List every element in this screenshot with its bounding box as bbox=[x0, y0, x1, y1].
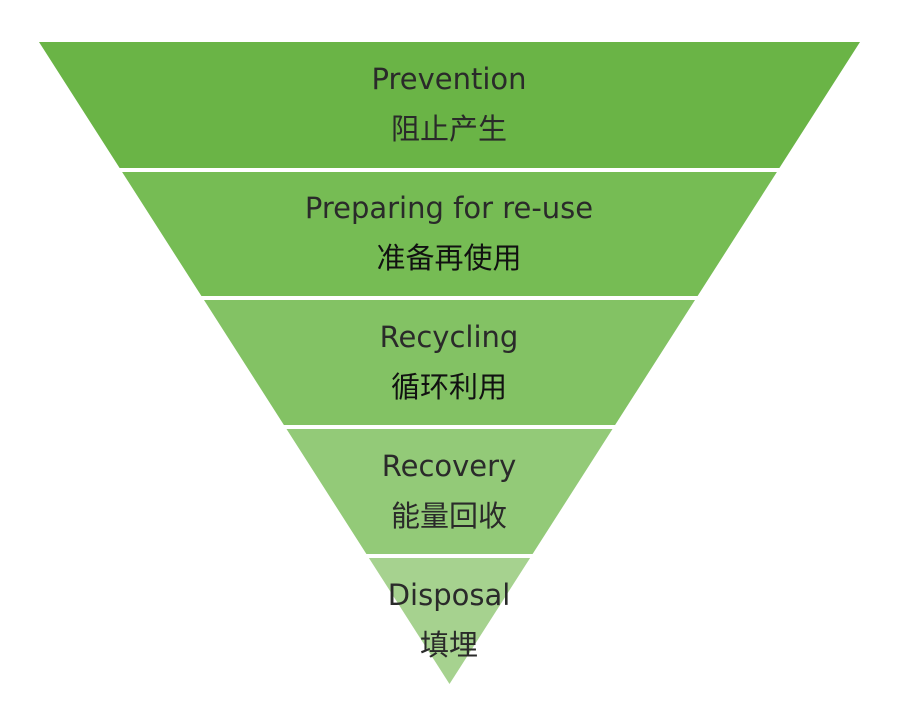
tier-disposal: Disposal 填埋 bbox=[0, 578, 898, 662]
tier-band-prevention bbox=[39, 42, 860, 168]
tier-band-recovery bbox=[286, 429, 613, 554]
tier-band-preparing-for-reuse bbox=[122, 172, 777, 296]
tier-preparing-for-reuse-en: Preparing for re-use bbox=[304, 191, 594, 225]
tier-prevention: Prevention 阻止产生 bbox=[0, 62, 898, 146]
tier-recovery-en: Recovery bbox=[381, 449, 517, 483]
tier-prevention-en: Prevention bbox=[371, 62, 527, 96]
tier-preparing-for-reuse-zh: 准备再使用 bbox=[376, 241, 522, 275]
tier-prevention-zh: 阻止产生 bbox=[390, 112, 507, 146]
tier-band-recycling bbox=[204, 300, 695, 425]
tier-disposal-en: Disposal bbox=[387, 578, 511, 612]
tier-recycling-zh: 循环利用 bbox=[390, 370, 507, 404]
tier-recycling-en: Recycling bbox=[379, 320, 519, 354]
tier-preparing-for-reuse: Preparing for re-use 准备再使用 bbox=[0, 191, 898, 275]
tier-recovery: Recovery 能量回收 bbox=[0, 449, 898, 533]
tier-recovery-zh: 能量回收 bbox=[390, 499, 507, 533]
tier-recycling: Recycling 循环利用 bbox=[0, 320, 898, 404]
tier-band-disposal bbox=[368, 558, 531, 684]
tier-disposal-zh: 填埋 bbox=[419, 628, 478, 662]
